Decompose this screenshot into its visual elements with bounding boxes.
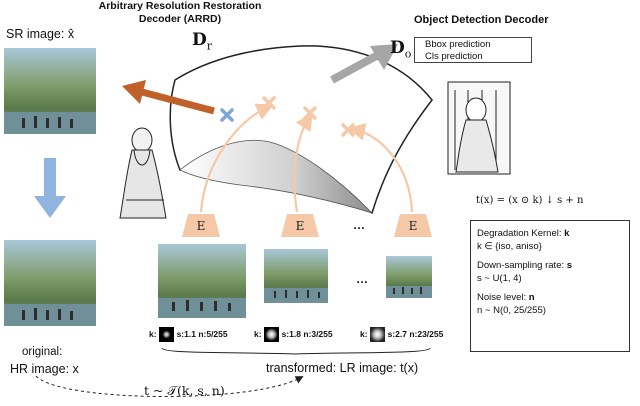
encoder-arrow-1 — [199, 103, 274, 213]
encoder-3-label: E — [408, 219, 418, 233]
sr-image-label: SR image: x̂ — [6, 27, 75, 41]
od-output-arrow — [330, 51, 380, 84]
encoder-1 — [182, 214, 220, 237]
decoder-surface-shade — [179, 139, 373, 214]
bbox-prediction-label: Bbox prediction — [425, 39, 491, 50]
samples-ellipsis: … — [356, 272, 368, 286]
noise-title: Noise level: n — [477, 292, 535, 303]
samples-bracket — [161, 347, 431, 355]
kernel-title: Degradation Kernel: k — [477, 228, 570, 239]
encoder-2-label: E — [295, 219, 305, 233]
feature-cross-blue — [220, 108, 234, 122]
encoder-2 — [281, 214, 319, 237]
lr-image-3 — [386, 256, 432, 298]
blue-arrow-shaft — [44, 158, 56, 198]
blue-arrow-head — [34, 196, 66, 218]
od-title: Object Detection Decoder — [414, 14, 549, 26]
encoder-arrow-2 — [293, 112, 313, 213]
transform-arrow — [35, 375, 304, 398]
lr-image-label: transformed: LR image: t(x) — [266, 361, 419, 375]
encoder-ellipsis: … — [353, 218, 365, 232]
encoder-3 — [394, 214, 432, 237]
noise-distribution: n ~ N(0, 25/255) — [477, 305, 546, 316]
cls-prediction-label: Cls prediction — [425, 51, 483, 62]
arrd-title: Arbitrary Resolution Restoration Decoder… — [80, 0, 280, 26]
lr-image-2 — [264, 249, 328, 303]
arrd-title-line1: Arbitrary Resolution Restoration — [98, 0, 262, 12]
rate-title: Down-sampling rate: s — [477, 260, 573, 271]
od-output-arrowhead — [370, 44, 398, 70]
transform-label: t ~ 𝒯(k, s, n) — [144, 383, 225, 398]
hr-image-label: HR image: x — [10, 362, 79, 376]
encoder-1-label: E — [196, 219, 206, 233]
prediction-box: Bbox prediction Cls prediction — [414, 37, 532, 63]
hr-image — [4, 240, 96, 326]
sr-image — [4, 48, 96, 134]
original-label: original: — [22, 346, 63, 358]
alice-figure-left — [119, 127, 167, 219]
od-symbol: Do — [390, 38, 412, 61]
degradation-formula: t(x) = (x ⊙ k) ↓ s + n — [476, 195, 584, 206]
lr-image-1 — [158, 244, 246, 318]
sample-1-params: k:s:1.1 n:5/255 — [149, 327, 228, 342]
arrd-title-line2: Decoder (ARRD) — [138, 13, 222, 25]
encoder-arrow-3 — [347, 123, 414, 213]
arrd-output-arrow — [141, 88, 215, 115]
kernel-1-icon — [158, 327, 174, 342]
sample-2-params: k:s:1.8 n:3/255 — [254, 327, 333, 342]
arrd-output-arrowhead — [122, 80, 146, 104]
degradation-box: Degradation Kernel: k k ∈ {iso, aniso} D… — [470, 220, 630, 352]
kernel-3-icon — [369, 327, 385, 342]
rate-distribution: s ~ U(1, 4) — [477, 273, 522, 284]
kernel-set: k ∈ {iso, aniso} — [477, 241, 542, 252]
alice-figure-right — [447, 81, 511, 175]
kernel-2-icon — [263, 327, 279, 342]
arrd-symbol: Dr — [192, 30, 213, 53]
sample-3-params: k:s:2.7 n:23/255 — [360, 327, 443, 342]
